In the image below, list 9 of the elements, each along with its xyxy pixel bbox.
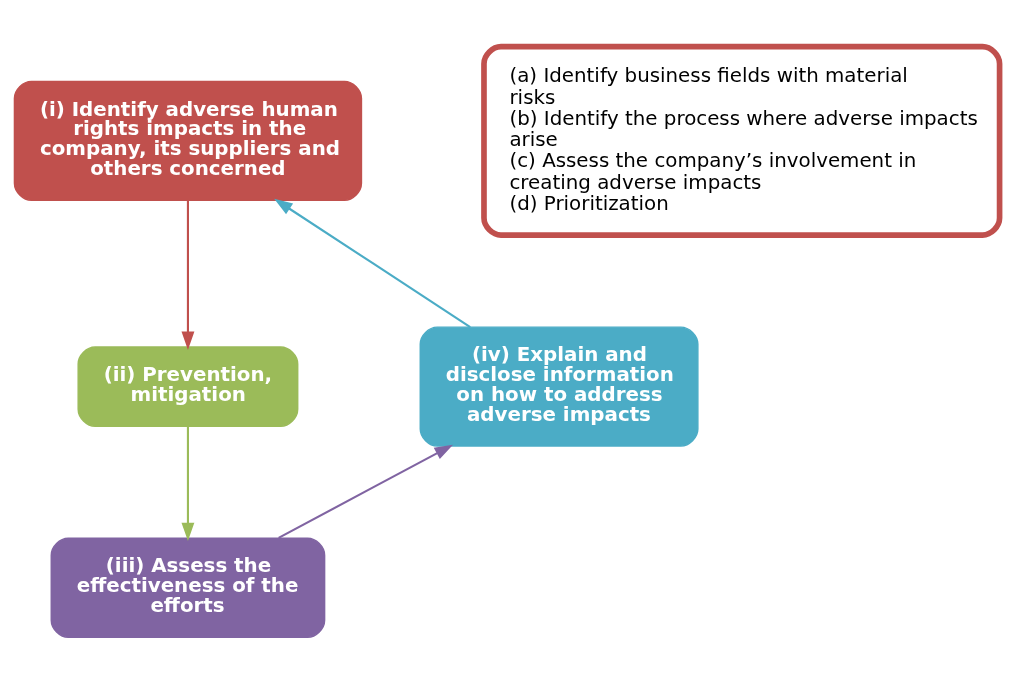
- arrow: [181, 200, 195, 350]
- node-box: (a) Identify business fields with material risks (b) Identify the process where adverse impacts arise (c) Assess the company’s involvement in creating adverse impacts (d) Prioritization: [481, 43, 1003, 238]
- node-box: (ii) Prevention, mitigation: [77, 346, 299, 427]
- arrow: [278, 444, 454, 539]
- node-box: (iii) Assess the effectiveness of the efforts: [50, 537, 326, 639]
- arrow: [274, 198, 471, 328]
- node-box: (i) Identify adverse human rights impacts in the company, its suppliers and others concerned: [13, 80, 363, 202]
- arrow: [181, 426, 195, 542]
- node-box: (iv) Explain and disclose information on how to address adverse impacts: [419, 326, 699, 447]
